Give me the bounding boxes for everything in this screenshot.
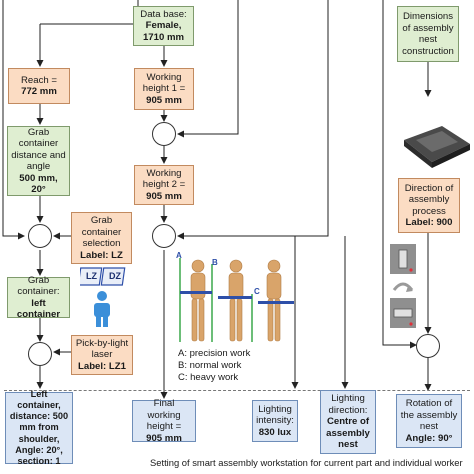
lcr-line-5: Angle: 20°, xyxy=(15,444,63,455)
final-height-result-box: Final working height = 905 mm xyxy=(132,398,196,444)
grab-distance-line-2: container xyxy=(18,138,59,149)
dimensions-line-1: Dimensions xyxy=(402,11,454,22)
grab-distance-line-5: 500 mm, 20° xyxy=(19,172,58,196)
grab-selection-line-4: Label: LZ xyxy=(80,249,123,261)
database-line-2: Female, xyxy=(145,20,182,32)
grab-distance-box: Grab container distance and angle 500 mm… xyxy=(7,126,70,196)
wh1-line-3: 905 mm xyxy=(146,94,182,106)
junction-left-1 xyxy=(28,224,52,248)
junction-right xyxy=(416,334,440,358)
ld-line-3: Centre of xyxy=(326,416,370,428)
rotation-arrow-icon xyxy=(392,282,414,292)
dimensions-box: Dimensions of assembly nest construction xyxy=(397,6,459,62)
grab-selection-box: Grab container selection Label: LZ xyxy=(71,212,132,264)
database-line-3: 1710 mm xyxy=(142,31,185,43)
grab-container-line-2: container: xyxy=(17,286,60,297)
figure-letter-b: B xyxy=(212,258,218,267)
database-box: Data base: Female, 1710 mm xyxy=(133,6,194,46)
fh-line-2: height = xyxy=(146,421,182,432)
assembly-nest-render xyxy=(404,126,470,168)
worker-person-icon xyxy=(94,291,110,327)
rot-line-4: Angle: 90° xyxy=(405,432,453,444)
reach-box: Reach = 772 mm xyxy=(8,68,70,104)
li-line-2: intensity: xyxy=(256,415,294,427)
ld-line-1: Lighting xyxy=(331,393,365,405)
dimensions-line-3: nest xyxy=(418,34,438,45)
nest-after-rotation-icon xyxy=(390,298,416,328)
lcr-line-3: mm from xyxy=(19,422,59,433)
diagram-caption: Setting of smart assembly workstation fo… xyxy=(150,457,463,468)
ld-line-4: assembly xyxy=(326,427,370,439)
legend-heavy: C: heavy work xyxy=(178,372,239,383)
ld-line-5: nest xyxy=(338,439,358,451)
wh1-line-2: height 1 = xyxy=(142,83,186,95)
container-tags-illustration xyxy=(80,267,126,286)
working-height-1-box: Working height 1 = 905 mm xyxy=(134,68,194,110)
wh1-line-1: Working xyxy=(146,71,182,83)
rotation-result-box: Rotation of the assembly nest Angle: 90° xyxy=(396,394,462,448)
direction-line-2: assembly xyxy=(408,194,450,205)
li-line-1: Lighting xyxy=(258,403,292,415)
fh-line-3: 905 mm xyxy=(146,432,182,444)
figure-letter-c: C xyxy=(254,287,260,296)
direction-line-4: Label: 900 xyxy=(405,217,453,228)
legend-precision: A: precision work xyxy=(178,348,251,359)
pick-line-2: laser xyxy=(91,349,113,361)
figure-letter-a: A xyxy=(176,251,182,260)
grab-selection-line-3: selection xyxy=(82,238,121,249)
grab-distance-line-1: Grab xyxy=(27,126,50,138)
fh-line-1: Final working xyxy=(147,398,181,421)
wh2-line-2: height 2 = xyxy=(142,179,186,191)
rot-line-2: the assembly xyxy=(400,409,458,421)
reach-line-1: Reach = xyxy=(21,74,57,86)
lcr-line-1: Left container, xyxy=(17,389,61,411)
left-container-result-box: Left container, distance: 500 mm from sh… xyxy=(5,389,73,466)
lighting-intensity-result-box: Lighting intensity: 830 lux xyxy=(252,400,298,442)
li-line-3: 830 lux xyxy=(258,426,292,438)
direction-box: Direction of assembly process Label: 900 xyxy=(398,178,460,233)
direction-line-3: process xyxy=(412,205,446,217)
direction-line-1: Direction of xyxy=(404,182,454,194)
dimensions-line-4: construction xyxy=(402,45,454,57)
lcr-line-2: distance: 500 xyxy=(9,411,69,422)
rot-line-3: nest xyxy=(419,421,439,432)
grab-distance-line-4: angle xyxy=(26,161,51,172)
results-separator xyxy=(4,390,470,391)
work-height-figures xyxy=(179,258,294,342)
grab-selection-line-1: Grab xyxy=(90,215,113,226)
lcr-line-6: section: 1 xyxy=(17,455,61,466)
pick-by-light-box: Pick-by-light laser Label: LZ1 xyxy=(71,335,133,375)
junction-height-1 xyxy=(152,122,176,146)
working-height-2-box: Working height 2 = 905 mm xyxy=(134,165,194,205)
grab-selection-line-2: container xyxy=(81,226,122,238)
grab-container-box: Grab container: left container xyxy=(7,274,70,321)
container-tag-right: DZ xyxy=(109,271,121,281)
grab-distance-line-3: distance and xyxy=(11,149,66,161)
lighting-direction-result-box: Lighting direction: Centre of assembly n… xyxy=(320,390,376,454)
grab-container-line-1: Grab xyxy=(27,274,50,286)
grab-container-line-3: left container xyxy=(16,297,61,321)
wh2-line-1: Working xyxy=(146,167,182,179)
wh2-line-3: 905 mm xyxy=(146,190,182,202)
dimensions-line-2: of assembly xyxy=(402,22,454,34)
junction-left-2 xyxy=(28,342,52,366)
reach-line-2: 772 mm xyxy=(21,86,57,97)
pick-line-1: Pick-by-light xyxy=(75,337,129,349)
database-line-1: Data base: xyxy=(140,8,187,20)
rot-line-1: Rotation of xyxy=(405,398,453,409)
lcr-line-4: shoulder, xyxy=(18,433,60,444)
nest-before-rotation-icon xyxy=(390,244,416,274)
legend-normal: B: normal work xyxy=(178,360,242,371)
container-tag-left: LZ xyxy=(86,271,97,281)
junction-height-2 xyxy=(152,224,176,248)
pick-line-3: Label: LZ1 xyxy=(78,360,126,372)
ld-line-2: direction: xyxy=(328,404,368,416)
